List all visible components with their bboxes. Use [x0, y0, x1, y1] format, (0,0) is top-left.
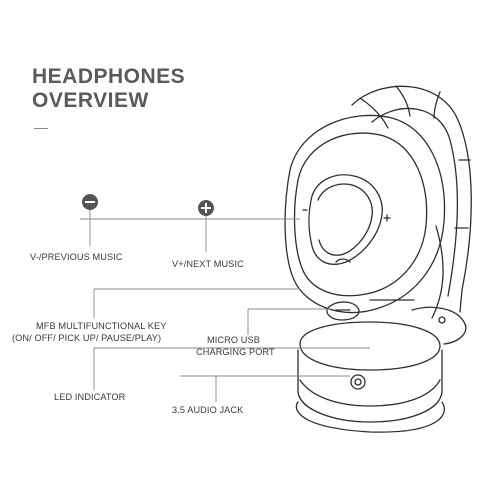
title-divider — [34, 128, 48, 129]
label-usb-line-2: CHARGING PORT — [196, 347, 275, 357]
base-plate — [295, 401, 445, 433]
label-led-indicator: LED INDICATOR — [54, 392, 126, 402]
label-mfb-line-1: MFB MULTIFUNCTIONAL KEY — [36, 321, 167, 331]
plus-circle-icon — [198, 200, 214, 216]
label-volume-up: V+/NEXT MUSIC — [172, 259, 244, 269]
control-panel — [308, 174, 383, 265]
label-mfb-line-2: (ON/ OFF/ PICK UP/ PAUSE/PLAY) — [12, 333, 162, 343]
label-audio-jack: 3.5 AUDIO JACK — [172, 405, 244, 415]
title-line-2: OVERVIEW — [32, 89, 149, 112]
headband-outer — [351, 85, 472, 313]
label-volume-down: V-/PREVIOUS MUSIC — [30, 252, 123, 262]
headband-inner — [371, 107, 459, 297]
label-usb-line-1: MICRO USB — [207, 335, 260, 345]
earcup-outer-shell — [284, 114, 446, 314]
title-line-1: HEADPHONES — [32, 65, 186, 88]
front-cushion — [299, 321, 441, 371]
minus-circle-icon — [82, 194, 98, 210]
